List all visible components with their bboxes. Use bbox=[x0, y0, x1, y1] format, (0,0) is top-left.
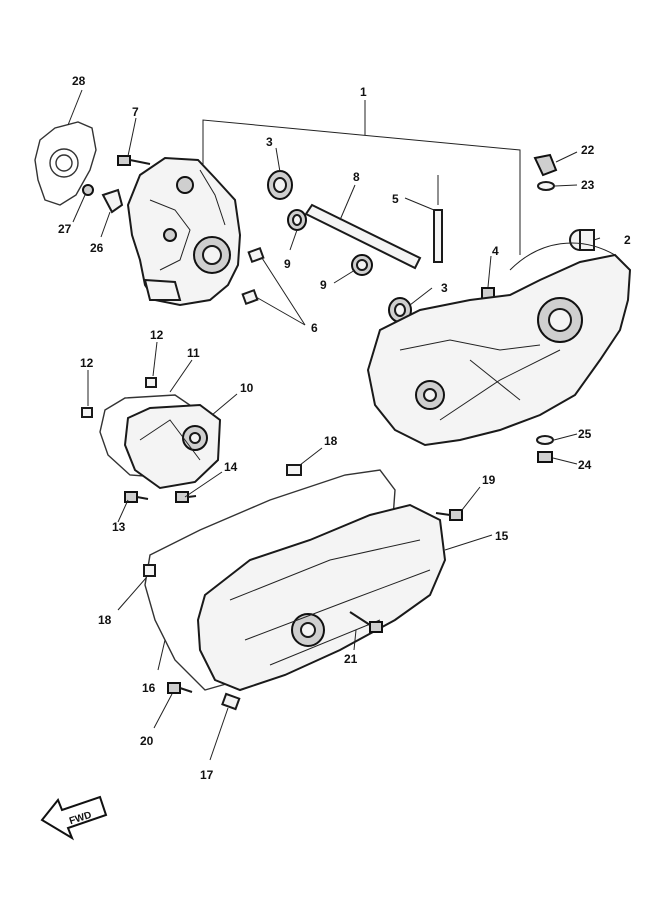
part-label: 4 bbox=[492, 244, 499, 258]
part-label: 19 bbox=[482, 473, 496, 487]
part-labels: 1 2 3 3 4 5 6 7 8 9 9 10 11 12 12 13 14 … bbox=[58, 74, 631, 782]
right-crankcase bbox=[366, 242, 632, 447]
part-label: 27 bbox=[58, 222, 72, 236]
part-label: 21 bbox=[344, 652, 358, 666]
bolt-20 bbox=[167, 682, 193, 694]
part-label: 5 bbox=[392, 192, 399, 206]
shaft-8 bbox=[304, 203, 422, 270]
bolt-14 bbox=[175, 491, 197, 503]
part-label: 13 bbox=[112, 520, 126, 534]
part-label: 24 bbox=[578, 458, 592, 472]
bolt-21 bbox=[349, 611, 383, 633]
part-label: 8 bbox=[353, 170, 360, 184]
part-label: 16 bbox=[142, 681, 156, 695]
part-label: 26 bbox=[90, 241, 104, 255]
part-label: 23 bbox=[581, 178, 595, 192]
leader-lines bbox=[67, 89, 601, 761]
part-label: 9 bbox=[320, 278, 327, 292]
part-label: 12 bbox=[80, 356, 94, 370]
cover-10 bbox=[123, 403, 222, 490]
dowel-18-left bbox=[143, 564, 156, 577]
part-label: 18 bbox=[324, 434, 338, 448]
part-label: 22 bbox=[581, 143, 595, 157]
part-label: 20 bbox=[140, 734, 154, 748]
washer-25 bbox=[536, 435, 554, 445]
forward-arrow-icon: FWD bbox=[40, 795, 108, 841]
left-crankcase bbox=[126, 156, 242, 307]
bushing-2 bbox=[569, 229, 595, 251]
part-label: 10 bbox=[240, 381, 254, 395]
part-label: 2 bbox=[624, 233, 631, 247]
bolt-24 bbox=[537, 451, 553, 463]
washer-23 bbox=[537, 181, 555, 191]
bolt-7 bbox=[117, 155, 151, 166]
seal-9-lower bbox=[351, 254, 373, 276]
pin-17 bbox=[221, 692, 241, 711]
part-label: 25 bbox=[578, 427, 592, 441]
oil-seal-3-upper bbox=[267, 170, 293, 200]
part-label: 1 bbox=[360, 85, 367, 99]
bolt-13 bbox=[124, 491, 149, 503]
pin-5 bbox=[433, 175, 443, 263]
seal-9-upper bbox=[287, 209, 307, 231]
part-label: 15 bbox=[495, 529, 509, 543]
drain-bolt-22 bbox=[533, 153, 558, 177]
part-label: 28 bbox=[72, 74, 86, 88]
part-label: 9 bbox=[284, 257, 291, 271]
dowel-12-upper bbox=[145, 377, 157, 388]
part-label: 3 bbox=[266, 135, 273, 149]
dowel-pins-6 bbox=[241, 246, 265, 306]
bracket-26 bbox=[101, 188, 124, 214]
part-label: 11 bbox=[187, 346, 200, 360]
crankcase-cover-15 bbox=[196, 503, 447, 692]
gasket-28 bbox=[34, 121, 97, 206]
washer-27 bbox=[82, 184, 94, 196]
dowel-12-left bbox=[81, 407, 93, 418]
dowel-18-upper bbox=[286, 464, 302, 476]
part-label: 6 bbox=[311, 321, 318, 335]
part-label: 12 bbox=[150, 328, 164, 342]
part-label: 7 bbox=[132, 105, 139, 119]
part-label: 14 bbox=[224, 460, 238, 474]
part-label: 3 bbox=[441, 281, 448, 295]
part-label: 17 bbox=[200, 768, 214, 782]
bolt-19 bbox=[435, 509, 463, 521]
part-label: 18 bbox=[98, 613, 112, 627]
